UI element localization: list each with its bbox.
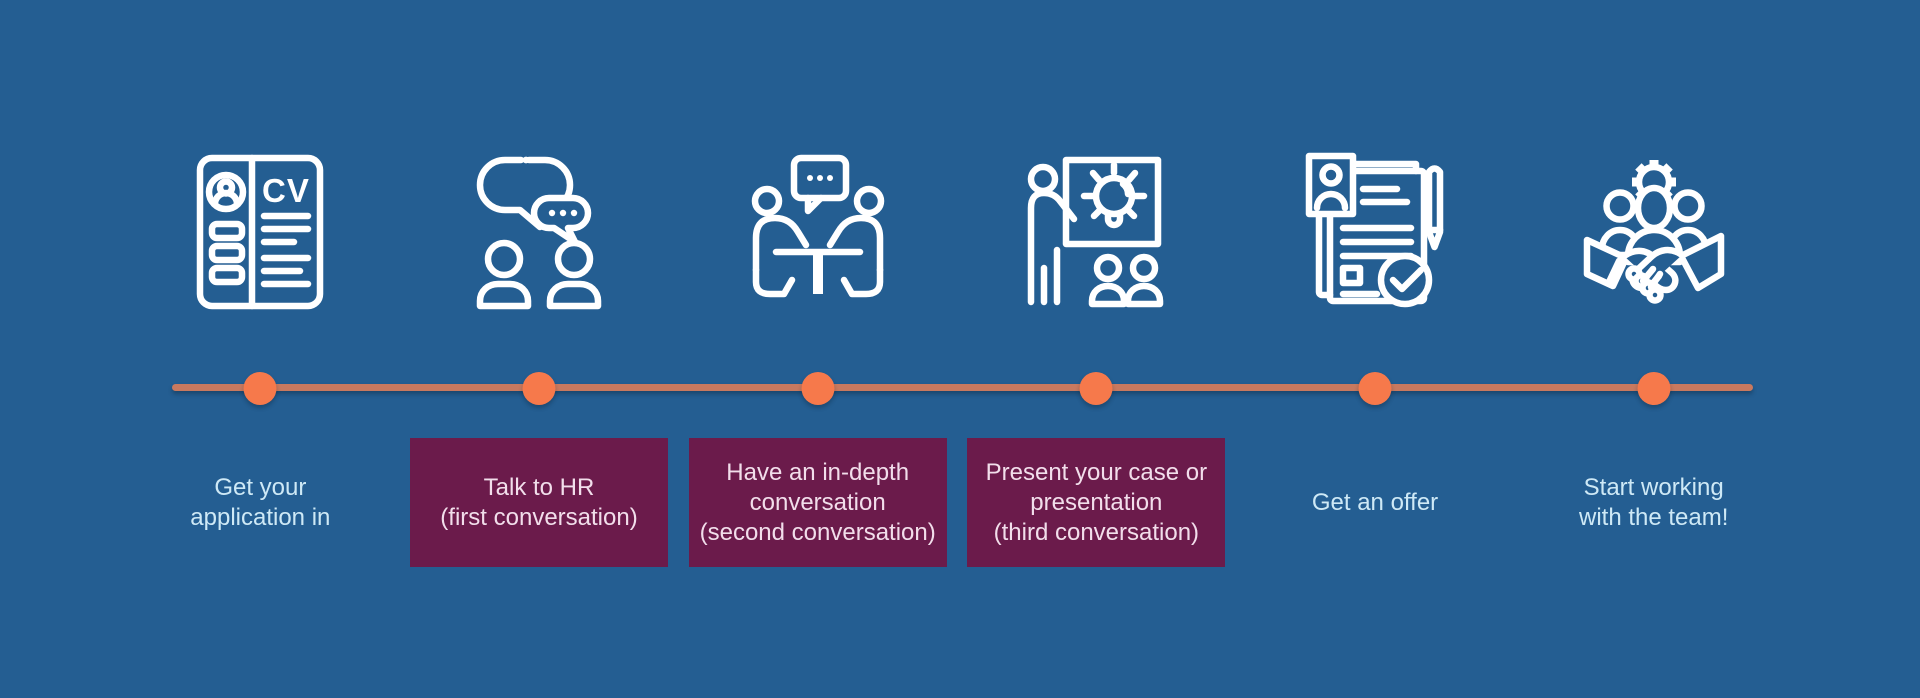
cv-text: CV [262,172,310,209]
presentation-lightbulb-icon [1026,152,1166,312]
step-talk-to-hr: Talk to HR (first conversation) [400,0,679,698]
label-band-1: Get your application in [121,438,400,567]
timeline-dot-4 [1079,372,1113,405]
timeline-dot-6 [1637,372,1671,405]
chat-bubbles-people-icon [469,152,609,312]
label-band-4: Present your case or presentation (third… [957,438,1236,567]
label-band-2: Talk to HR (first conversation) [400,438,679,567]
team-handshake-icon [1583,152,1724,312]
timeline-dot-1 [243,372,277,405]
step-label-3: Have an in-depth conversation (second co… [688,438,947,567]
step-get-application: CV Get your application in [121,0,400,698]
cv-document-icon: CV [190,152,330,312]
step-label-2: Talk to HR (first conversation) [410,438,668,567]
step-label-1: Get your application in [190,473,331,531]
step-in-depth-conversation: Have an in-depth conversation (second co… [678,0,957,698]
timeline-steps: CV Get your application in [121,0,1793,698]
label-band-6: Start working with the team! [1514,438,1793,567]
label-band-3: Have an in-depth conversation (second co… [678,438,957,567]
timeline-dot-3 [801,372,835,405]
step-label-5: Get an offer [1311,488,1439,516]
step-label-4: Present your case or presentation (third… [967,438,1226,567]
timeline-line [172,384,1753,391]
timeline-dot-2 [522,372,556,405]
step-label-6: Start working with the team! [1578,473,1729,531]
offer-contract-icon [1305,152,1445,312]
step-get-offer: Get an offer [1236,0,1515,698]
timeline-dot-5 [1358,372,1392,405]
step-start-working: Start working with the team! [1514,0,1793,698]
step-present-case: Present your case or presentation (third… [957,0,1236,698]
label-band-5: Get an offer [1236,438,1515,567]
interview-table-icon [748,152,888,312]
